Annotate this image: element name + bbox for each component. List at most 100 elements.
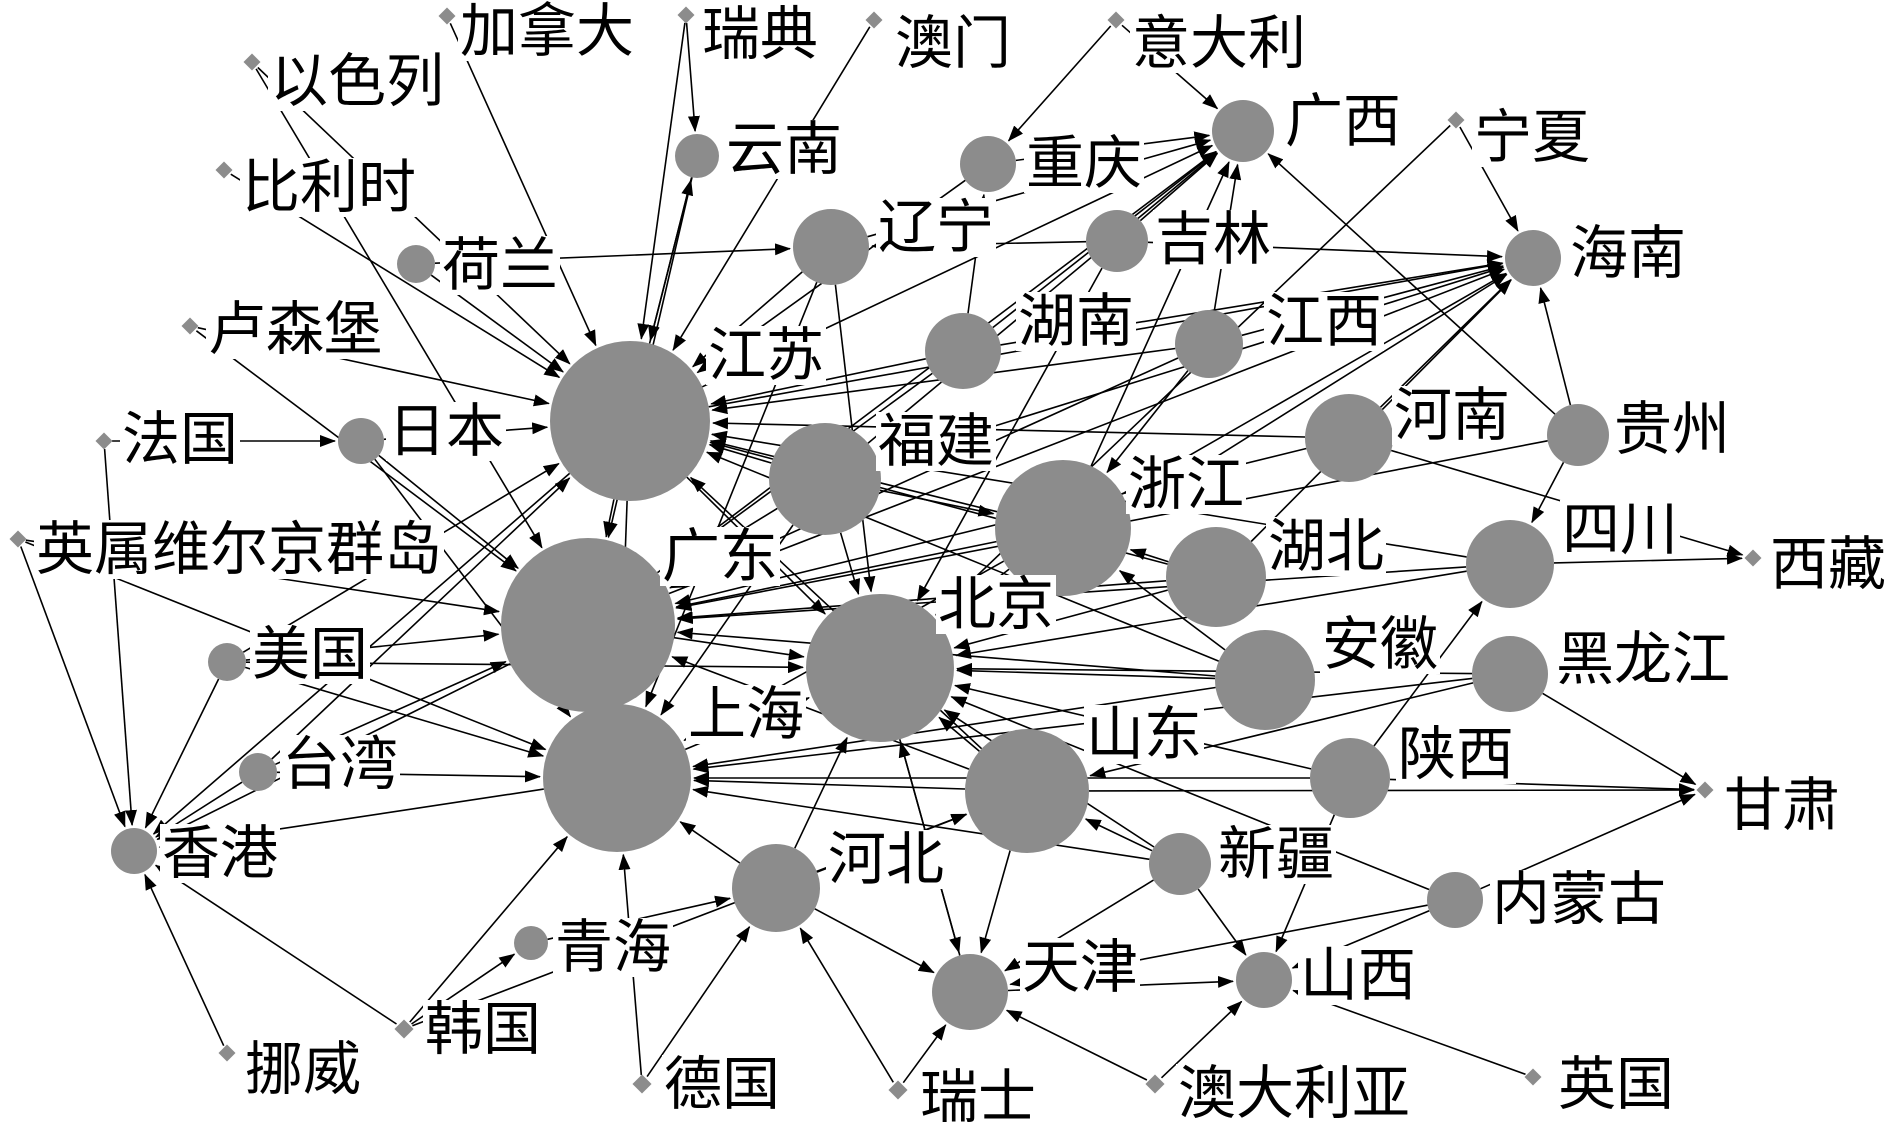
edge-bvi-guangdong	[25, 539, 500, 616]
node-beijing	[806, 594, 954, 742]
edge-liaoning-jiangsu	[692, 271, 803, 368]
node-germany	[632, 1074, 652, 1094]
edge-france-hongkong	[103, 448, 137, 827]
node-guizhou	[1547, 404, 1609, 466]
edge-shandong-gansu	[1088, 784, 1695, 797]
edge-shandong-guangdong	[671, 656, 970, 770]
edge-heilongjiang-shanghai	[692, 677, 1473, 774]
node-japan	[338, 418, 384, 464]
edge-israel-jiangsu	[257, 66, 571, 365]
node-sweden	[677, 6, 695, 24]
node-uk	[1524, 1068, 1542, 1086]
edge-xinjiang-shanghai	[692, 785, 1150, 861]
edge-shaanxi-gansu	[1389, 778, 1695, 796]
edge-italy-guangxi	[1121, 24, 1219, 110]
edge-japan-jiangsu	[383, 422, 549, 441]
edge-usa-guangdong	[245, 629, 500, 661]
node-jiangxi	[1175, 310, 1243, 378]
node-heilongjiang	[1472, 636, 1548, 712]
node-bvi	[9, 530, 27, 548]
node-france	[95, 432, 113, 450]
edge-guizhou-guangxi	[1267, 153, 1556, 415]
edge-hebei-beijing	[794, 736, 848, 849]
edge-korea-qinghai	[411, 953, 516, 1025]
edge-australia-shanxi	[1160, 1000, 1243, 1079]
node-australia	[1145, 1074, 1165, 1094]
node-tianjin	[932, 954, 1008, 1030]
edge-taiwan-jiangsu	[271, 477, 571, 760]
edge-fujian-jiangsu	[708, 443, 772, 464]
edge-usa-hongkong	[144, 678, 220, 829]
edge-taiwan-shanghai	[276, 770, 541, 783]
edge-guizhou-sichuan	[1531, 462, 1565, 524]
edge-australia-tianjin	[1005, 1009, 1148, 1081]
node-hunan	[925, 313, 1001, 389]
edge-uk-shanxi	[1292, 989, 1526, 1076]
edge-jiangsu-yunnan	[648, 179, 694, 344]
edge-hunan-jiangsu	[710, 358, 926, 407]
node-switzerland	[888, 1080, 908, 1100]
node-canada	[438, 7, 456, 25]
edge-henan-xizang	[1390, 449, 1744, 557]
node-xizang	[1744, 549, 1762, 567]
node-korea	[394, 1019, 414, 1039]
edge-henan-hainan	[1379, 279, 1512, 408]
edge-italy-chongqing	[1007, 25, 1112, 142]
edge-heilongjiang-gansu	[1542, 692, 1697, 786]
edge-fujian-beijing	[839, 532, 861, 596]
edge-taiwan-hongkong	[155, 781, 243, 838]
node-zhejiang	[995, 460, 1131, 596]
edge-hebei-shandong	[816, 813, 968, 873]
node-anhui	[1215, 630, 1315, 730]
edge-zhejiang-guangdong	[675, 540, 997, 610]
edge-tianjin-shanxi	[1007, 975, 1234, 992]
node-xinjiang	[1149, 833, 1211, 895]
node-shanghai	[543, 704, 691, 852]
node-henan	[1305, 394, 1393, 482]
node-gansu	[1696, 781, 1714, 799]
node-jiangsu	[550, 341, 710, 501]
edge-hubei-beijing	[953, 589, 1168, 650]
edge-anhui-beijing	[956, 664, 1216, 680]
edge-xinjiang-shandong	[1084, 818, 1153, 852]
edge-ningxia-hainan	[1459, 126, 1519, 232]
edge-bvi-hongkong	[20, 546, 126, 828]
edge-hubei-zhejiang	[1129, 548, 1169, 563]
edge-shandong-tianjin	[979, 850, 1011, 954]
node-shaanxi	[1310, 738, 1390, 818]
edge-jiangsu-hainan	[708, 260, 1504, 408]
edge-sichuan-xizang	[1553, 552, 1743, 565]
edge-bvi-shanghai	[25, 541, 547, 751]
edge-norway-hongkong	[144, 873, 225, 1047]
edge-germany-hebei	[646, 925, 751, 1078]
edge-liaoning-guangxi	[867, 138, 1212, 238]
edge-guangdong-beijing	[673, 636, 805, 661]
node-jilin	[1086, 210, 1148, 272]
edge-anhui-shanghai	[692, 686, 1216, 771]
edge-macau-jiangsu	[672, 26, 871, 351]
edge-hebei-tianjin	[814, 908, 935, 974]
edge-hebei-shanghai	[679, 821, 741, 864]
edge-korea-shanghai	[409, 835, 568, 1023]
edge-guangdong-hongkong	[156, 663, 511, 841]
edge-switzerland-hebei	[799, 927, 894, 1083]
edge-anhui-zhejiang	[1118, 570, 1226, 651]
node-guangxi	[1212, 100, 1274, 162]
edge-beijing-tianjin	[899, 739, 961, 954]
node-usa	[208, 643, 246, 681]
edge-canada-jiangsu	[449, 22, 597, 347]
edge-fujian-zhejiang	[879, 489, 995, 517]
node-belgium	[215, 161, 233, 179]
edge-xinjiang-tianjin	[1004, 879, 1154, 972]
edge-germany-shanghai	[618, 853, 643, 1076]
edge-netherlands-liaoning	[434, 243, 791, 264]
edge-taiwan-guangdong	[275, 660, 507, 766]
node-hebei	[732, 844, 820, 932]
node-shanxi	[1236, 952, 1292, 1008]
edge-korea-hongkong	[154, 864, 397, 1025]
edge-jilin-liaoning	[871, 239, 1087, 252]
node-liaoning	[793, 209, 869, 285]
edge-neimenggu-shanxi	[1291, 910, 1430, 969]
